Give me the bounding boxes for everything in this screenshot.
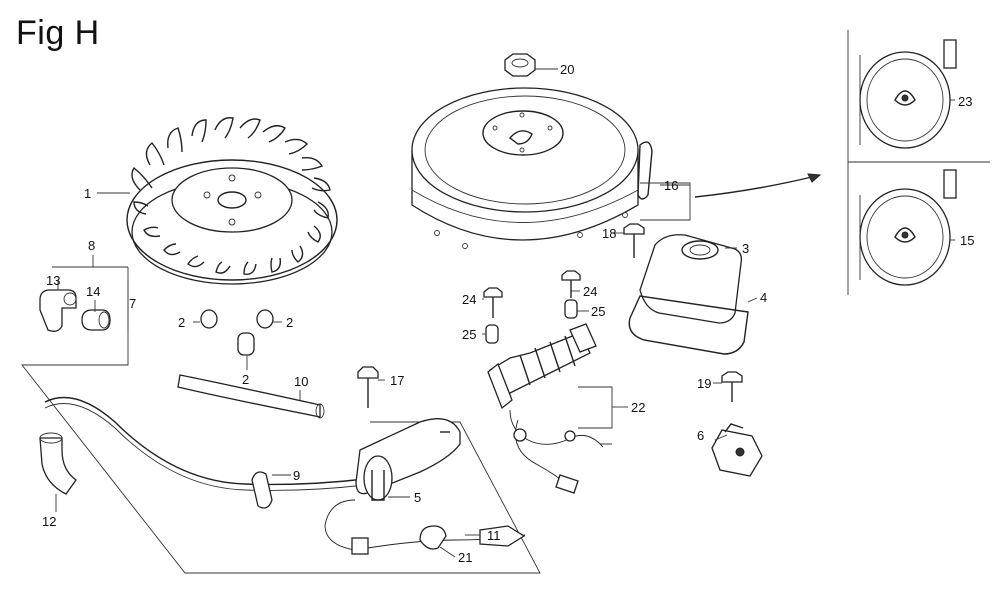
callout-23: 23	[958, 94, 972, 109]
callout-25b: 25	[591, 304, 605, 319]
callout-8: 8	[88, 238, 95, 253]
ignition-coil	[355, 418, 461, 501]
callout-15: 15	[960, 233, 974, 248]
bolt-24-left	[483, 287, 503, 318]
callout-2c: 2	[242, 372, 249, 387]
grommet-9	[251, 471, 273, 509]
grommet-2a	[200, 309, 218, 329]
inset-panel	[847, 30, 990, 295]
callout-7: 7	[129, 296, 136, 311]
callout-16: 16	[664, 178, 678, 193]
callout-10: 10	[294, 374, 308, 389]
callout-4: 4	[760, 290, 767, 305]
cover-gasket	[628, 295, 749, 355]
callout-2b: 2	[286, 315, 293, 330]
callout-22: 22	[631, 400, 645, 415]
coil-cover	[639, 234, 743, 324]
ignition-switch	[711, 423, 763, 477]
cooling-fan	[126, 117, 338, 285]
callout-24a: 24	[462, 292, 476, 307]
callout-13: 13	[46, 273, 60, 288]
terminal-11	[479, 525, 526, 547]
callout-2a: 2	[178, 315, 185, 330]
callout-5: 5	[414, 490, 421, 505]
bolt-19	[721, 371, 743, 402]
inset-arrow	[694, 174, 821, 198]
tube-10	[177, 374, 321, 418]
flywheel-key	[637, 141, 653, 200]
callout-25a: 25	[462, 327, 476, 342]
callout-18: 18	[602, 226, 616, 241]
bolt-24-right	[561, 270, 581, 298]
callout-9: 9	[293, 468, 300, 483]
callout-1: 1	[84, 186, 91, 201]
bolt-18	[623, 223, 645, 258]
flywheel-drum	[411, 87, 639, 249]
callout-24b: 24	[583, 284, 597, 299]
callout-12: 12	[42, 514, 56, 529]
bolt-17	[357, 366, 379, 408]
flywheel-nut	[504, 53, 536, 77]
callout-17: 17	[390, 373, 404, 388]
callout-14: 14	[86, 284, 100, 299]
callouts: 1 2 2 2 3 4 5 6 7 8 9 10 11 12 13 14 15 …	[42, 62, 974, 565]
group-7-outline	[21, 267, 541, 574]
callout-3: 3	[742, 241, 749, 256]
grommet-2c	[237, 332, 255, 356]
spacer-25-left	[485, 324, 499, 344]
clip-near-coil	[351, 537, 369, 555]
callout-21: 21	[458, 550, 472, 565]
callout-6: 6	[697, 428, 704, 443]
grommet-2b	[256, 309, 274, 329]
spacer-25-right	[564, 299, 578, 319]
plug-cap-12	[39, 432, 77, 495]
exciter-coil	[487, 323, 612, 494]
figure-title: Fig H	[16, 14, 100, 52]
clip-14	[81, 309, 111, 331]
callout-20: 20	[560, 62, 574, 77]
plug-cap-13	[39, 289, 77, 332]
callout-11: 11	[487, 528, 501, 543]
leader-lines	[52, 68, 955, 558]
callout-19: 19	[697, 376, 711, 391]
clip-21	[419, 525, 447, 550]
ht-lead	[44, 396, 366, 486]
